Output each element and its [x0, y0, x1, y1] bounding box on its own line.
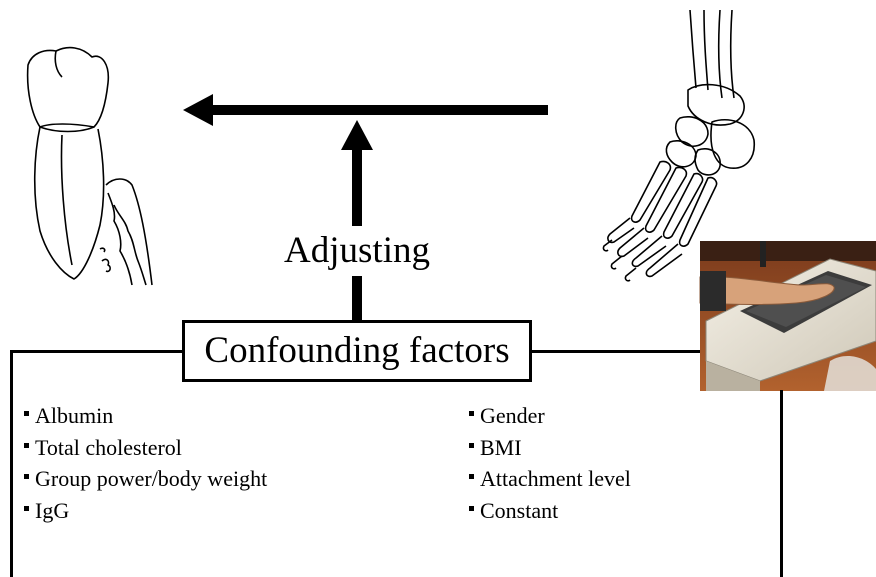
list-item: Total cholesterol	[24, 432, 267, 464]
list-item: Albumin	[24, 400, 267, 432]
confounding-factors-title: Confounding factors	[204, 330, 510, 371]
list-item: Constant	[469, 495, 631, 527]
list-item: Group power/body weight	[24, 463, 267, 495]
tooth-drawing	[26, 46, 153, 286]
bullet-icon	[469, 505, 474, 511]
frame-right-vertical	[780, 390, 783, 577]
list-item: IgG	[24, 495, 267, 527]
bullet-icon	[24, 505, 29, 511]
list-item: BMI	[469, 432, 631, 464]
right-factor-list: Gender BMI Attachment level Constant	[469, 400, 631, 526]
left-arrowhead-icon	[183, 94, 213, 126]
frame-left-vertical	[10, 350, 13, 577]
bullet-icon	[24, 442, 29, 448]
bullet-icon	[469, 442, 474, 448]
bullet-icon	[24, 411, 29, 417]
left-factor-list: Albumin Total cholesterol Group power/bo…	[24, 400, 267, 526]
bullet-icon	[469, 411, 474, 417]
confounding-factors-box: Confounding factors	[182, 320, 532, 382]
bullet-icon	[24, 474, 29, 480]
up-arrowhead-icon	[341, 120, 373, 150]
frame-left-horizontal	[10, 350, 184, 353]
bullet-icon	[469, 474, 474, 480]
adjusting-label: Adjusting	[262, 226, 452, 276]
list-item: Attachment level	[469, 463, 631, 495]
bone-densitometer-photo	[699, 241, 876, 391]
list-item: Gender	[469, 400, 631, 432]
frame-right-horizontal	[530, 350, 700, 353]
effect-arrow-shaft	[205, 105, 548, 115]
foot-skeleton-drawing	[602, 9, 755, 282]
